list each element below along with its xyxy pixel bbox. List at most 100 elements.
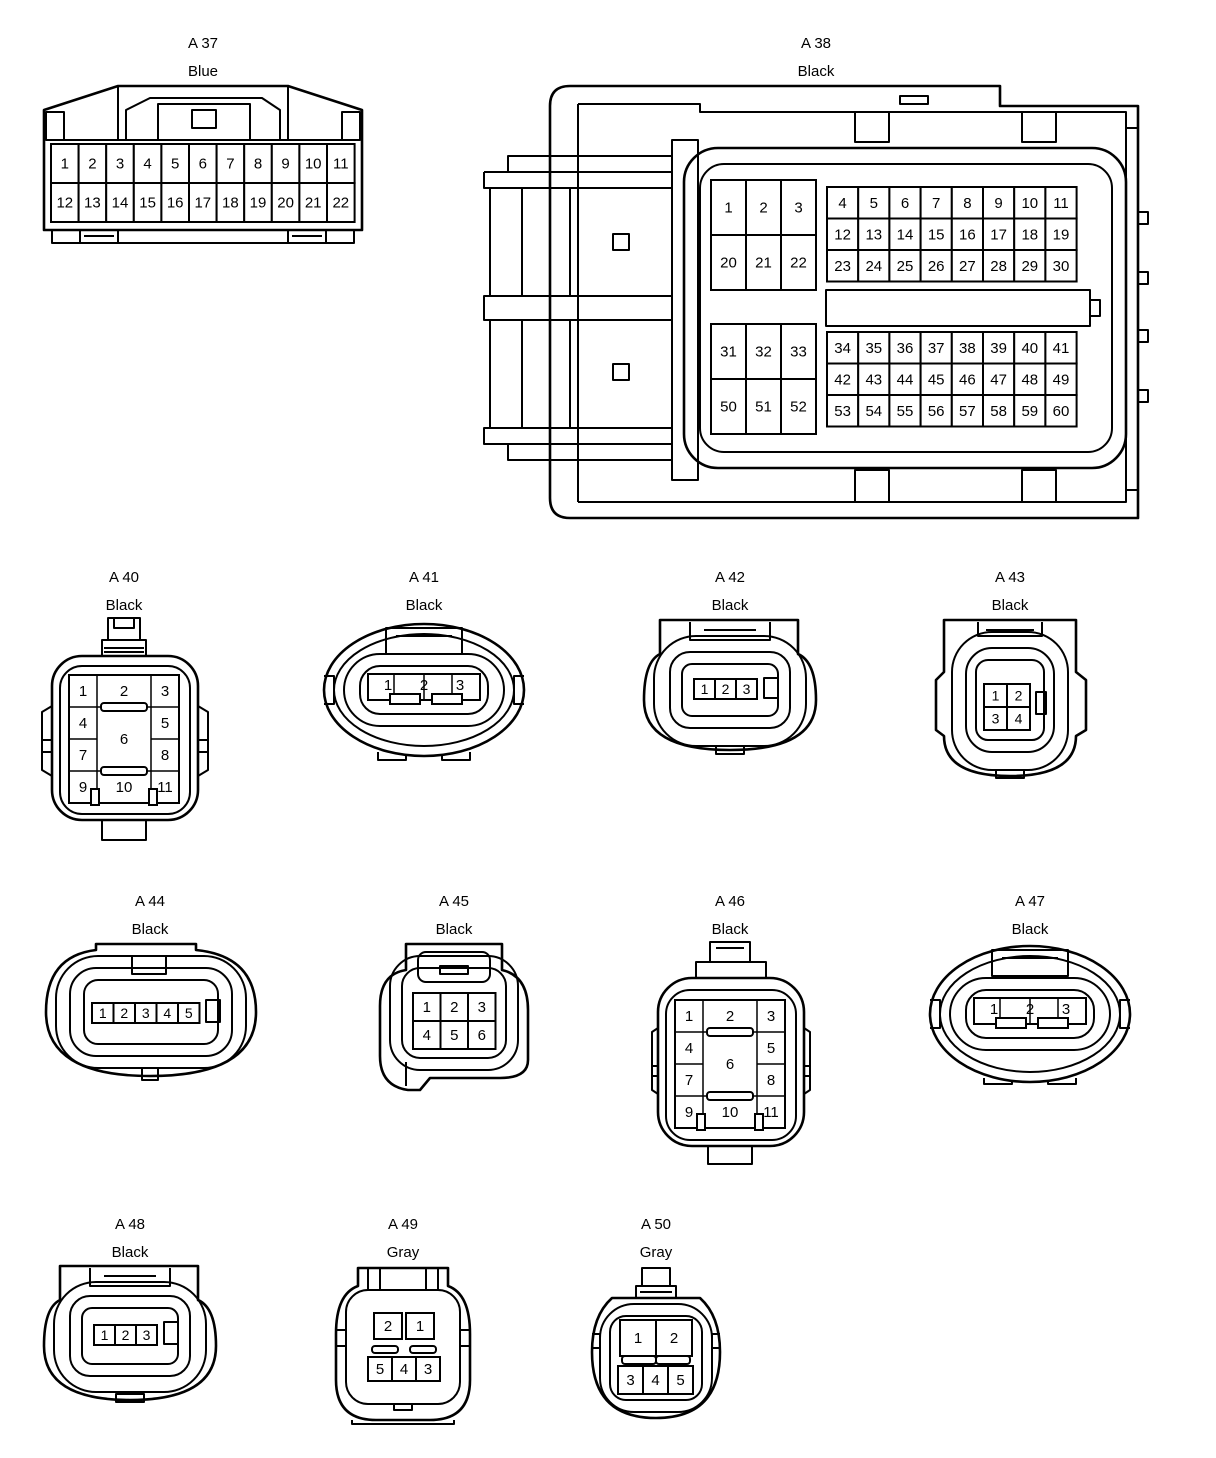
pin-number: 6: [901, 195, 909, 212]
pin-cell: [857, 249, 891, 283]
pin-4: 4: [685, 1040, 693, 1057]
pin-number: 1: [990, 1001, 998, 1018]
pin-cell: [1013, 186, 1047, 220]
pin-number: 20: [277, 195, 294, 212]
pin-number: 2: [726, 1008, 734, 1025]
pin-number: 1: [384, 677, 392, 694]
pin-8: 8: [950, 186, 984, 220]
pin-47: 47: [982, 362, 1016, 396]
pin-2: 2: [439, 992, 469, 1022]
connector-id: A 48: [115, 1216, 145, 1233]
pin-1: 1: [93, 1324, 116, 1346]
pin-number: 2: [384, 1318, 392, 1335]
pin-12: 12: [50, 182, 80, 223]
pin-23: 23: [826, 249, 860, 283]
pin-number: 4: [163, 1005, 171, 1021]
connector-color: Black: [712, 597, 749, 614]
pin-number: 15: [139, 195, 156, 212]
pin-cell: [780, 378, 817, 435]
pin-cell: [655, 1319, 693, 1357]
pin-5: 5: [161, 715, 169, 732]
pin-17: 17: [982, 217, 1016, 251]
pin-57: 57: [950, 394, 984, 428]
pin-number: 1: [61, 156, 69, 173]
pin-number: 5: [870, 195, 878, 212]
pin-6: 6: [120, 731, 128, 748]
pin-4: 4: [391, 1356, 417, 1382]
pin-number: 18: [1021, 226, 1038, 243]
pin-22: 22: [326, 182, 356, 223]
pin-cell: [188, 182, 218, 223]
connector-color: Black: [992, 597, 1029, 614]
pin-12: 12: [826, 217, 860, 251]
pin-number: 11: [157, 779, 173, 796]
pin-number: 11: [763, 1104, 779, 1121]
pin-7: 7: [919, 186, 953, 220]
pin-number: 45: [928, 371, 945, 388]
pin-3: 3: [135, 1324, 158, 1346]
pin-cell: [780, 323, 817, 380]
pin-number: 28: [990, 258, 1007, 275]
pin-cell: [1006, 706, 1031, 731]
pin-number: 21: [305, 195, 322, 212]
pin-number: 3: [161, 683, 169, 700]
pin-cell: [215, 182, 246, 223]
pin-cell: [467, 992, 497, 1022]
pin-number: 27: [959, 258, 976, 275]
pin-50: 50: [710, 378, 747, 435]
pin-11: 11: [157, 779, 173, 796]
connector-id: A 46: [715, 893, 745, 910]
pin-number: 9: [994, 195, 1002, 212]
pin-number: 49: [1053, 371, 1070, 388]
pin-number: 2: [670, 1330, 678, 1347]
pin-number: 47: [990, 371, 1007, 388]
pin-55: 55: [888, 394, 922, 428]
pin-number: 3: [143, 1327, 151, 1343]
pin-5: 5: [667, 1365, 694, 1395]
connector-color: Black: [406, 597, 443, 614]
pin-number: 39: [990, 340, 1007, 357]
pin-2: 2: [114, 1324, 137, 1346]
pin-number: 56: [928, 403, 945, 420]
pin-cell: [745, 378, 782, 435]
pin-cell: [667, 1365, 694, 1395]
pin-number: 8: [161, 747, 169, 764]
pin-20: 20: [710, 234, 747, 291]
pin-number: 2: [420, 677, 428, 694]
pin-3: 3: [161, 683, 169, 700]
pin-3: 3: [735, 678, 758, 700]
pin-number: 12: [834, 226, 851, 243]
pin-grid: 1 2 3: [367, 673, 481, 705]
pin-number: 1: [724, 200, 732, 217]
pin-number: 10: [1021, 195, 1038, 212]
pin-cell: [243, 182, 273, 223]
pin-cell: [950, 362, 984, 396]
pin-number: 35: [865, 340, 882, 357]
pin-number: 9: [685, 1104, 693, 1121]
pin-48: 48: [1013, 362, 1047, 396]
pin-number: 14: [897, 226, 914, 243]
pin-number: 29: [1021, 258, 1038, 275]
pin-cell: [982, 249, 1016, 283]
pin-number: 7: [685, 1072, 693, 1089]
pin-number: 54: [865, 403, 882, 420]
pin-1: 1: [50, 143, 80, 184]
pin-number: 22: [332, 195, 349, 212]
connector-body: [934, 618, 1088, 779]
connector-color: Black: [798, 63, 835, 80]
connector-body: [590, 1267, 722, 1420]
pin-35: 35: [857, 331, 891, 365]
pin-8: 8: [161, 747, 169, 764]
pin-18: 18: [1013, 217, 1047, 251]
pin-3: 3: [456, 677, 464, 694]
pin-number: 5: [676, 1372, 684, 1389]
pin-3: 3: [134, 1002, 158, 1024]
pin-number: 2: [120, 683, 128, 700]
pin-cell: [735, 678, 758, 700]
pin-cell: [857, 394, 891, 428]
pin-number: 5: [161, 715, 169, 732]
